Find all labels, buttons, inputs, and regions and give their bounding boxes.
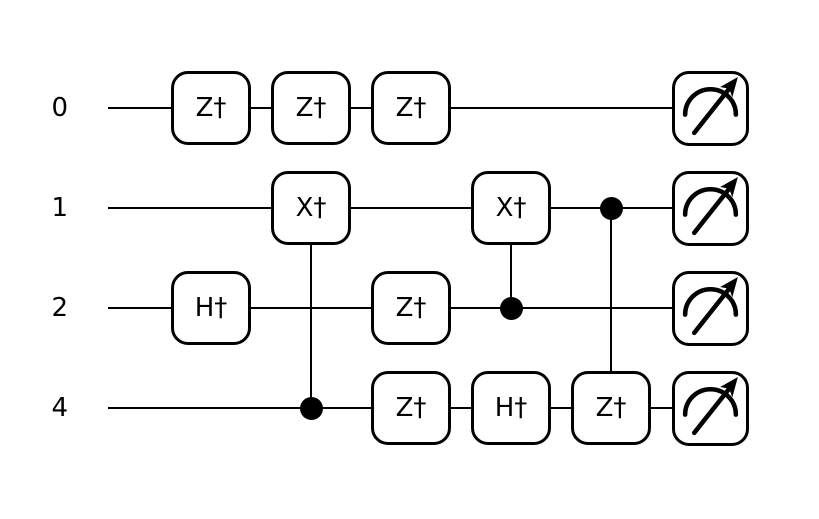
gate-label: X† (295, 193, 327, 223)
gate-z-dagger: Z† (571, 371, 651, 445)
gate-z-dagger: Z† (371, 371, 451, 445)
control-dot (499, 296, 523, 320)
gate-x-dagger: X† (271, 171, 351, 245)
gate-label: Z† (395, 293, 427, 323)
control-dot (599, 196, 623, 220)
gate-z-dagger: Z† (271, 71, 351, 145)
gate-h-dagger: H† (471, 371, 551, 445)
qubit-label: 2 (51, 293, 68, 323)
qubit-label: 0 (51, 93, 68, 123)
gate-h-dagger: H† (171, 271, 251, 345)
control-dot (299, 396, 323, 420)
control-link (510, 208, 512, 308)
gate-z-dagger: Z† (371, 71, 451, 145)
gate-label: Z† (395, 393, 427, 423)
gate-label: Z† (595, 393, 627, 423)
measure-gate (671, 271, 749, 346)
measurement-meter-icon (682, 277, 738, 336)
measure-gate (671, 171, 749, 246)
gate-x-dagger: X† (471, 171, 551, 245)
control-link (310, 208, 312, 408)
measurement-meter-icon (682, 177, 738, 236)
gate-label: Z† (395, 93, 427, 123)
gate-label: X† (495, 193, 527, 223)
measure-gate (671, 371, 749, 446)
gate-label: Z† (295, 93, 327, 123)
control-link (610, 208, 612, 408)
measurement-meter-icon (682, 377, 738, 436)
gate-label: H† (494, 393, 528, 423)
qubit-wire (108, 207, 676, 209)
qubit-label: 1 (51, 193, 68, 223)
gate-label: Z† (195, 93, 227, 123)
qubit-label: 4 (51, 393, 68, 423)
gate-z-dagger: Z† (171, 71, 251, 145)
measure-gate (671, 71, 749, 146)
measurement-meter-icon (682, 77, 738, 136)
gate-z-dagger: Z† (371, 271, 451, 345)
gate-label: H† (194, 293, 228, 323)
